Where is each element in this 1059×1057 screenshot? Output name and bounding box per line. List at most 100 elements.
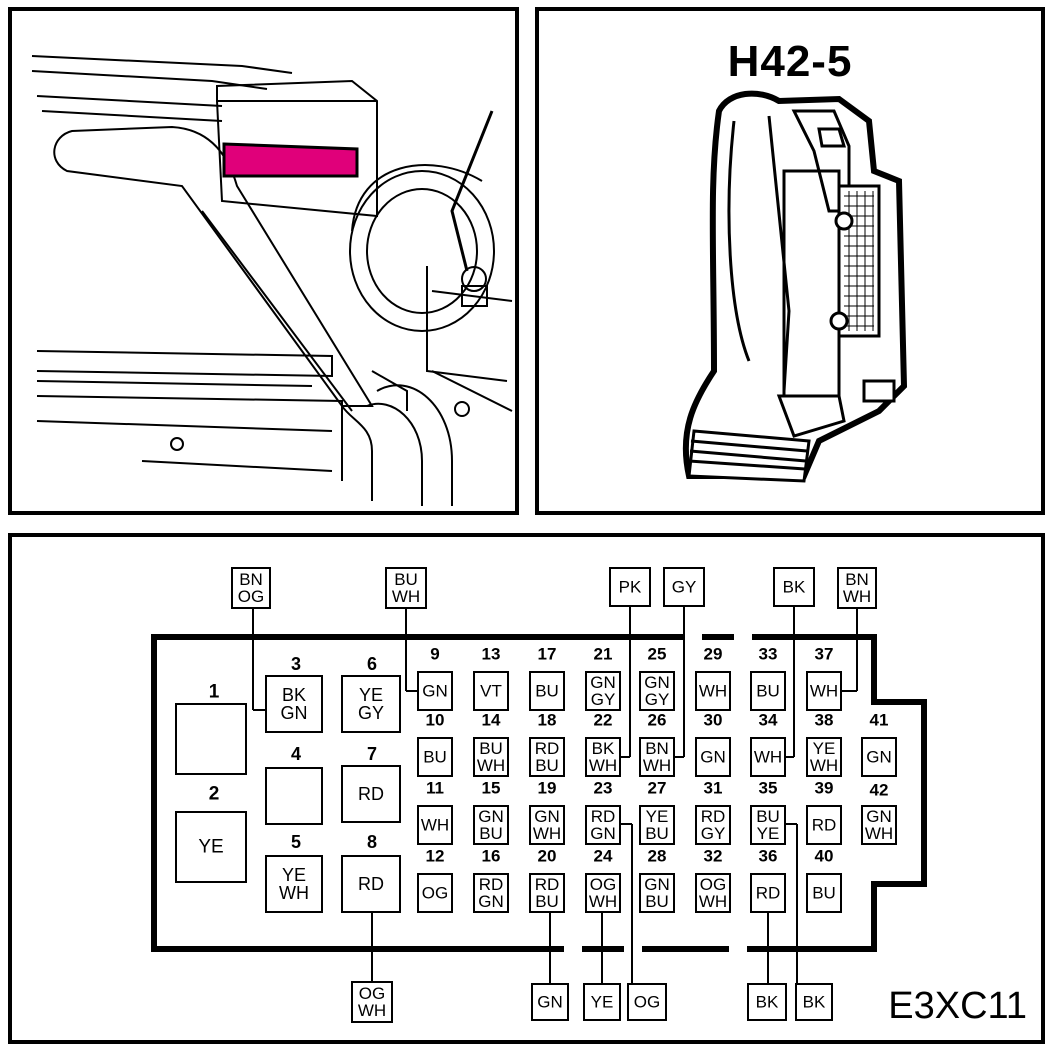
pin-number: 22 [594,711,613,730]
pin-cavity [639,671,675,711]
pin-wire-color: RD [812,816,837,835]
pin-number: 2 [209,784,220,805]
pin-wire-color: BU [535,892,559,911]
pin-cavity [750,671,786,711]
pin-wire-color: YE [282,865,306,885]
pin-wire-color: RD [358,874,384,894]
external-wire-color: WH [392,587,420,606]
pin-number: 29 [704,645,723,664]
location-illustration-panel [8,7,519,515]
pin-wire-color: WH [754,748,782,767]
pin-cavity [417,737,453,777]
external-wire-label [837,567,877,609]
pin-number: 17 [538,645,557,664]
figure-code: E3XC11 [888,985,1027,1027]
pin-number: 31 [704,779,723,798]
pin-cavity [695,671,731,711]
pin-wire-color: WH [589,756,617,775]
pin-cavity [417,873,453,913]
pin-cavity [750,873,786,913]
pin-wire-color: WH [699,682,727,701]
pin-wire-color: WH [421,816,449,835]
engine-bay-drawing [31,55,513,506]
pin-cavity [585,805,621,845]
pin-wire-color: OG [700,875,726,894]
pin-wire-color: GN [478,807,504,826]
pin-wire-color: BU [423,748,447,767]
pin-cavity [806,873,842,913]
pin-number: 40 [815,847,834,866]
pin-cavity [806,805,842,845]
pin-cavity [265,675,323,733]
pinout-diagram: 12YE3BKGN45YEWH6YEGY7RD8RD9GN10BU11WH12O… [151,567,927,1023]
pin-wire-color: GN [534,807,560,826]
external-wire-color: YE [591,993,614,1012]
external-wire-color: BN [239,570,263,589]
pin-wire-color: GN [590,824,616,843]
pin-number: 37 [815,645,834,664]
pin-number: 6 [367,654,377,674]
pin-wire-color: GN [866,748,892,767]
pin-wire-color: RD [535,875,560,894]
pin-cavity [265,855,323,913]
pin-cavity [750,737,786,777]
pin-number: 4 [291,744,301,764]
pin-number: 38 [815,711,834,730]
pin-cavity [695,737,731,777]
pin-wire-color: GY [358,703,384,723]
pin-cavity [861,805,897,845]
pin-cavity [473,805,509,845]
pin-wire-color: WH [279,883,309,903]
pin-cavity [473,671,509,711]
pin-wire-color: YE [198,837,223,858]
pin-number: 1 [209,682,220,703]
connector-outline [151,634,927,952]
pin-wire-color: BU [756,807,780,826]
external-wire-label [663,567,705,607]
pin-wire-color: WH [810,682,838,701]
pin-number: 35 [759,779,778,798]
pin-cavity [695,805,731,845]
external-wire-color: WH [358,1001,386,1020]
pin-cavity [806,737,842,777]
pin-wire-color: BU [645,824,669,843]
external-wire-color: BN [845,570,869,589]
external-wire-color: GY [672,578,697,597]
pin-wire-color: BU [645,892,669,911]
external-wire-color: OG [359,984,385,1003]
pin-cavity [529,805,565,845]
connector-title: H42-5 [727,37,853,86]
pin-number: 28 [648,847,667,866]
pin-wire-color: GN [590,673,616,692]
pin-wire-color: BU [535,756,559,775]
pin-cavity [639,873,675,913]
pin-wire-color: BU [535,682,559,701]
pin-number: 27 [648,779,667,798]
pin-number: 7 [367,744,377,764]
pin-number: 18 [538,711,557,730]
pin-wire-color: GN [644,875,670,894]
highlighted-connector-location [222,142,359,178]
external-wire-label [747,983,787,1021]
pin-wire-color: WH [477,756,505,775]
pin-wire-color: WH [865,824,893,843]
pin-number: 16 [482,847,501,866]
external-wire-color: BK [803,993,826,1012]
pin-wire-color: WH [589,892,617,911]
pin-wire-color: WH [810,756,838,775]
connector-illustration-panel: H42-5 [535,7,1045,515]
pin-wire-color: OG [422,884,448,903]
external-wire-color: BK [756,993,779,1012]
pin-cavity [861,737,897,777]
pin-number: 3 [291,654,301,674]
pin-wire-color: GY [591,690,616,709]
pin-cavity [529,873,565,913]
pin-cavity [175,703,247,775]
pin-cavity [529,737,565,777]
pin-wire-color: GY [645,690,670,709]
external-wire-label [609,567,651,607]
external-wire-color: BU [394,570,418,589]
pin-number: 23 [594,779,613,798]
pin-cavity [417,671,453,711]
pin-wire-color: GN [422,682,448,701]
